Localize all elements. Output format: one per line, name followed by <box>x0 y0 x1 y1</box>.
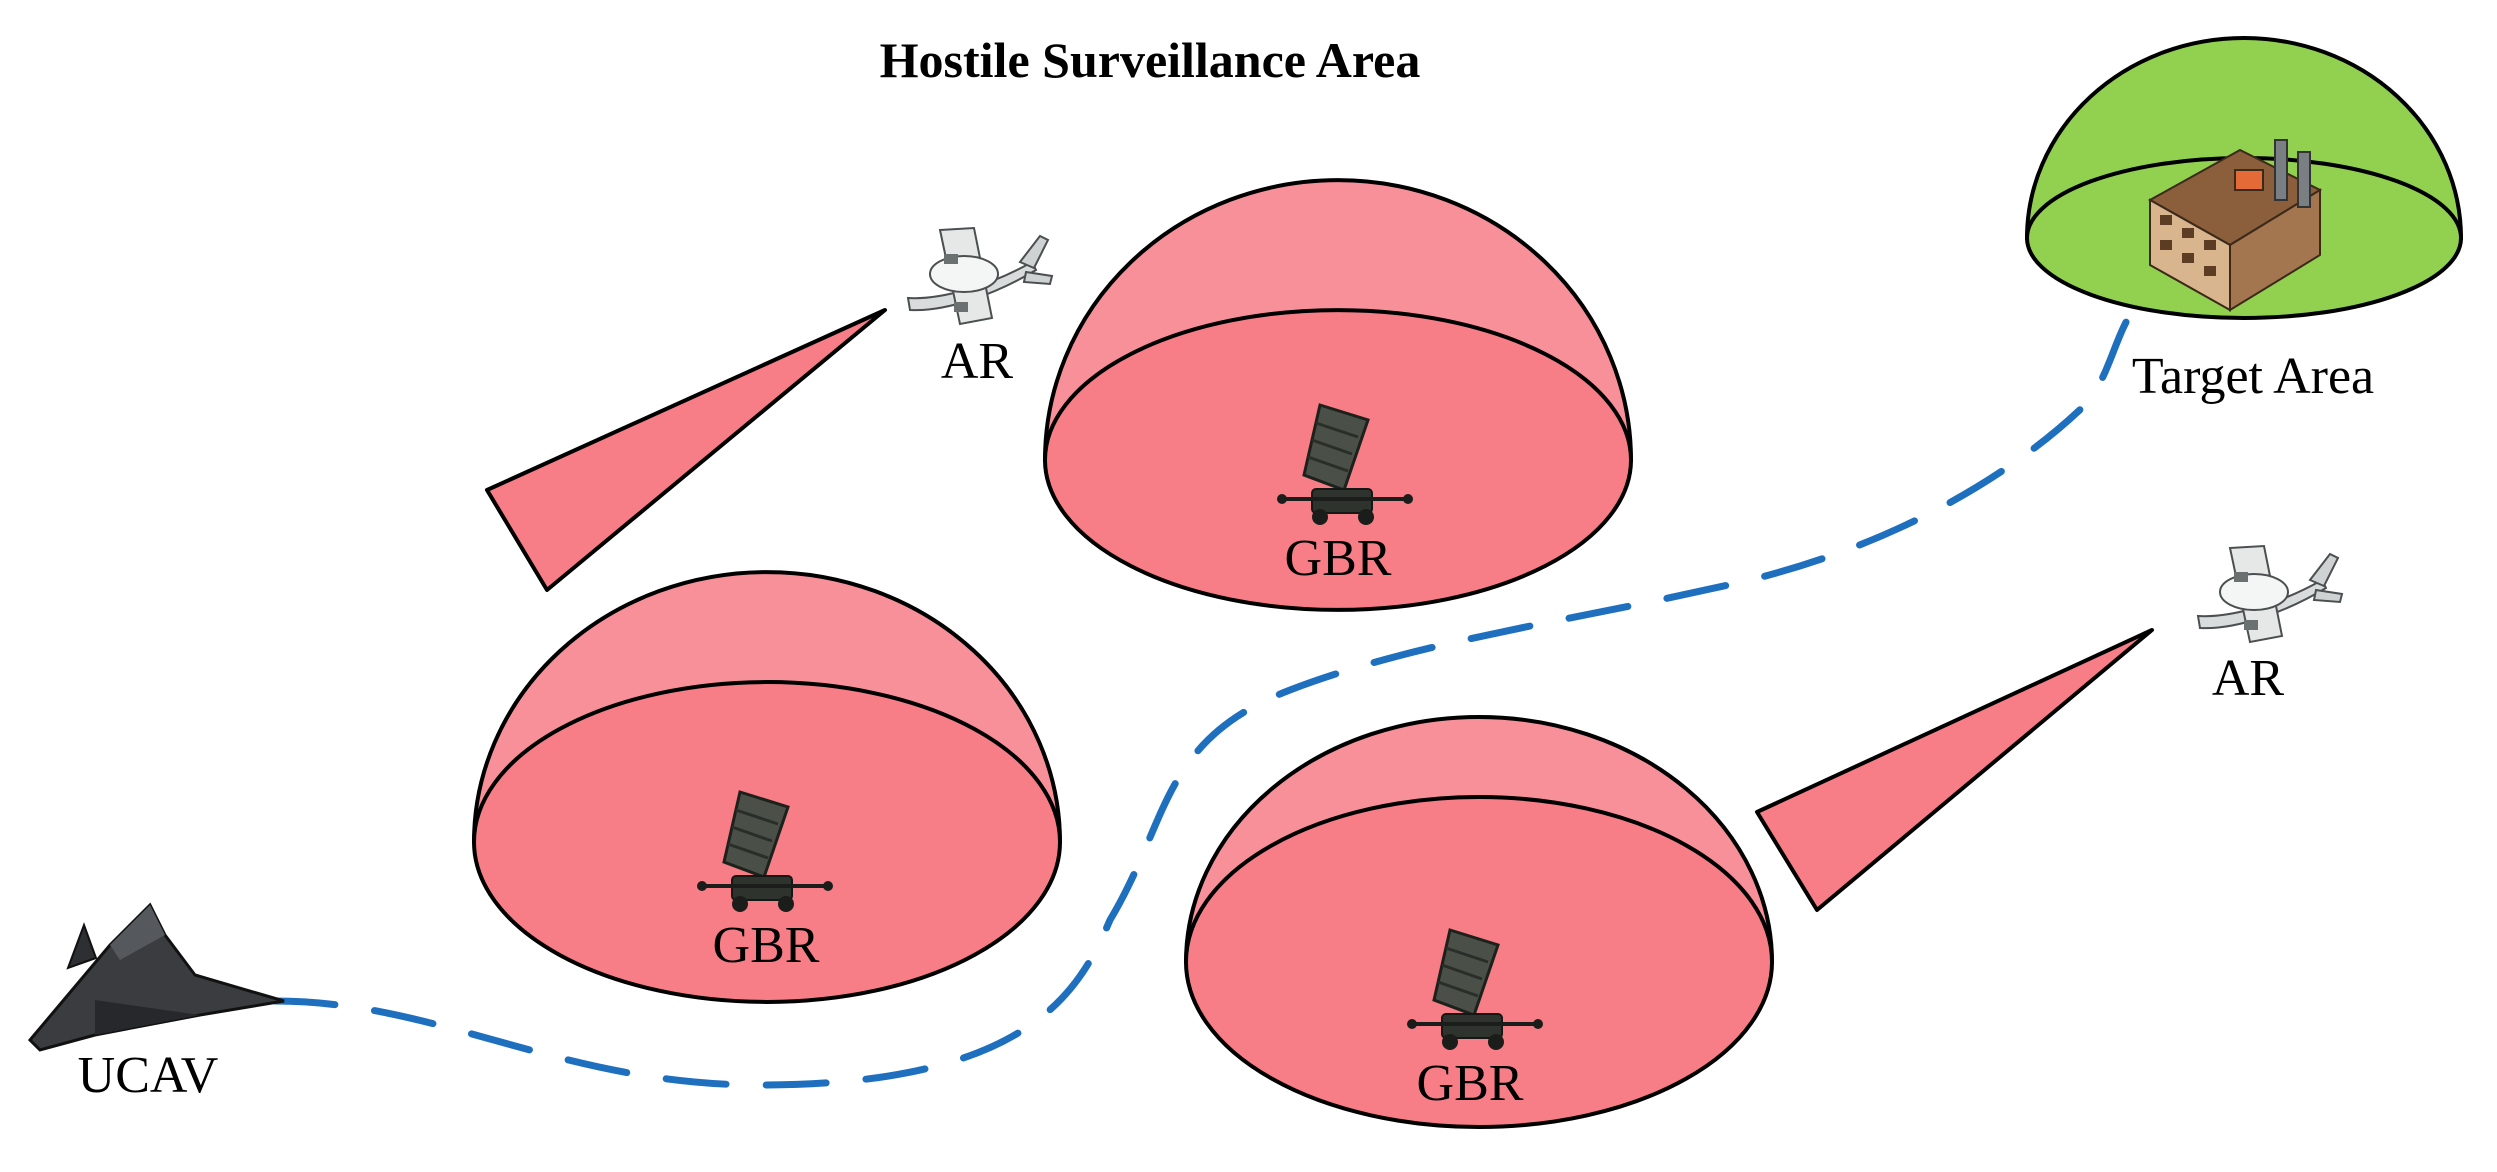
ar-radar-beam-right <box>1755 628 2154 912</box>
gbr-label-left: GBR <box>713 917 820 974</box>
ar-label-right: AR <box>2212 650 2285 707</box>
factory-icon <box>2147 139 2323 312</box>
target-area-dome <box>2024 36 2464 320</box>
target-area-label: Target Area <box>2132 348 2374 405</box>
ucav-flight-path <box>271 311 2134 1089</box>
gbr-label-top: GBR <box>1285 530 1392 587</box>
diagram-title: Hostile Surveillance Area <box>880 32 1421 88</box>
gbr-label-bottom: GBR <box>1417 1055 1524 1112</box>
ar-radar-beam-top <box>485 308 887 592</box>
awacs-aircraft-icon <box>2197 545 2343 643</box>
ar-label-top: AR <box>941 333 1014 390</box>
awacs-aircraft-icon <box>907 227 1053 325</box>
ucav-drone-icon <box>27 902 285 1052</box>
ucav-label: UCAV <box>78 1047 219 1104</box>
